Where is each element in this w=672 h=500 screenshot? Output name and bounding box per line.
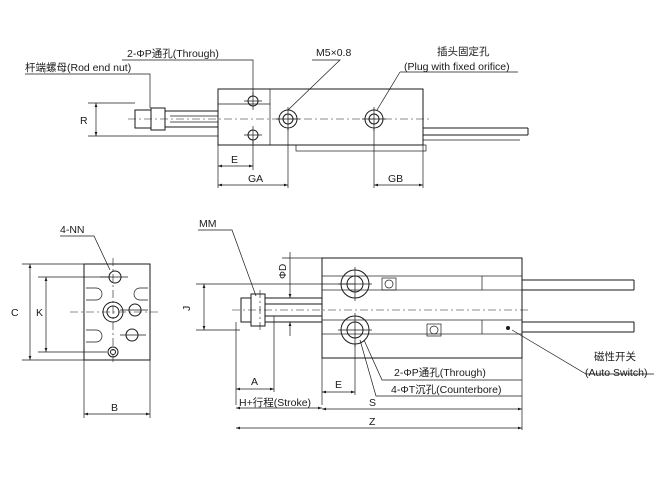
mm-label: MM (199, 218, 217, 230)
dim-k-label: K (36, 307, 43, 319)
dim-h-stroke-label: H+行程(Stroke) (239, 396, 311, 409)
plug-label-en: (Plug with fixed orifice) (404, 61, 510, 73)
dim-c-label: C (11, 307, 19, 319)
auto-switch-label: 磁性开关 (594, 350, 636, 363)
auto-switch-label-en: (Auto Switch) (585, 367, 647, 379)
m5-label: M5×0.8 (316, 47, 351, 59)
dim-z-label: Z (369, 416, 376, 428)
switch-bottom (426, 323, 442, 337)
4nn-label: 4-NN (60, 224, 85, 236)
dim-a-label: A (251, 376, 258, 388)
dim-phid-label: ΦD (278, 264, 289, 279)
rod-end-nut-label: 杆端螺母(Rod end nut) (25, 61, 131, 74)
dim-ga-label: GA (248, 173, 263, 185)
dim-r-label: R (80, 115, 88, 127)
end-view: 4-NN C K B (11, 224, 160, 418)
dim-e-label-top: E (231, 154, 238, 166)
through-hole-label-side: 2-ΦP通孔(Through) (394, 366, 486, 379)
side-view: MM ΦD J A H+行程(Stroke) E S Z 2-ΦP通孔(Thro… (181, 218, 654, 430)
switch-top (381, 277, 397, 291)
plug-label: 插头固定孔 (437, 45, 490, 58)
dim-e-label-side: E (335, 379, 342, 391)
dim-s-label: S (369, 397, 376, 409)
top-view: 杆端螺母(Rod end nut) 2-ΦP通孔(Through) M5×0.8… (25, 45, 529, 188)
counterbore-label: 4-ΦT沉孔(Counterbore) (391, 383, 502, 396)
dim-j-label: J (181, 306, 193, 311)
side-body (321, 257, 523, 359)
dim-gb-label: GB (388, 173, 403, 185)
dim-b-label: B (111, 402, 118, 414)
through-hole-label-top: 2-ΦP通孔(Through) (127, 47, 219, 60)
